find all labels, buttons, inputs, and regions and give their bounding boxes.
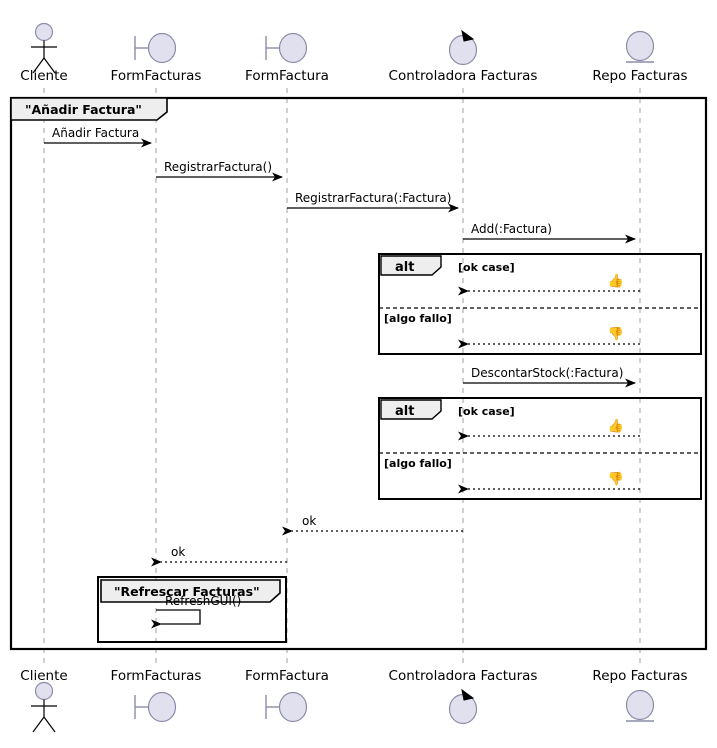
fragment-guard-alt2-0: [ok case] — [458, 405, 515, 418]
outer-frame: "Añadir Factura" — [9, 96, 708, 651]
fragment-header-box-alt2 — [380, 399, 442, 420]
participant-label-formfactura: FormFactura — [245, 68, 329, 84]
control-circle-icon — [448, 693, 478, 725]
participants-header-row: Cliente FormFacturas FormFactura Controlado… — [20, 22, 688, 85]
message-label-m7: DescontarStock(:Factura) — [471, 366, 623, 380]
message-m5[interactable]: 👍 — [458, 273, 640, 296]
fragment-keyword-alt2: alt — [395, 404, 414, 419]
participant-label-bottom-cliente: Cliente — [20, 668, 67, 684]
fragment-border-refrescar — [97, 576, 287, 643]
message-label-m3: RegistrarFactura(:Factura) — [295, 191, 451, 205]
participant-formfacturas-footer[interactable]: FormFacturas — [111, 668, 202, 723]
control-arrow-icon — [461, 688, 475, 701]
message-icon-thumbs-down-icon: 👎 — [608, 326, 624, 342]
participant-formfactura-header[interactable]: FormFactura — [245, 32, 329, 85]
fragment-header-box-alt1 — [380, 255, 442, 276]
boundary-circle-icon — [278, 32, 308, 64]
fragment-border-alt2 — [378, 397, 702, 500]
fragment-keyword-alt1: alt — [395, 260, 414, 275]
fragment-header-box-refrescar — [100, 579, 281, 603]
fragment-keyword-refrescar: "Refrescar Facturas" — [114, 584, 260, 599]
message-m12[interactable]: RefreshGUI() — [151, 594, 241, 629]
message-m7[interactable]: DescontarStock(:Factura) — [463, 366, 636, 388]
participant-formfacturas-header[interactable]: FormFacturas — [111, 32, 202, 85]
participant-label-bottom-repo: Repo Facturas — [592, 668, 687, 684]
fragment-alt2: alt [ok case] [algo fallo] — [378, 397, 702, 500]
participant-repo-header[interactable]: Repo Facturas — [592, 30, 688, 85]
message-arrow-m12 — [151, 609, 201, 629]
actor-head-icon — [34, 681, 54, 701]
entity-circle-icon — [625, 30, 655, 62]
message-label-m12: RefreshGUI() — [165, 594, 241, 608]
participant-controladora-header[interactable]: Controladora Facturas — [389, 29, 538, 84]
message-label-m10: ok — [302, 514, 316, 528]
message-m8[interactable]: 👍 — [458, 418, 640, 441]
participant-label-bottom-formfacturas: FormFacturas — [111, 668, 202, 684]
message-m6[interactable]: 👎 — [458, 326, 640, 349]
message-m9[interactable]: 👎 — [458, 471, 640, 494]
participant-cliente-header[interactable]: Cliente — [20, 22, 68, 85]
control-circle-icon — [448, 34, 478, 66]
outer-frame-title-box — [10, 97, 168, 121]
participant-label-cliente: Cliente — [20, 68, 67, 84]
message-label-m4: Add(:Factura) — [471, 222, 552, 236]
participant-label-bottom-formfactura: FormFactura — [245, 668, 329, 684]
message-m4[interactable]: Add(:Factura) — [463, 222, 636, 244]
participant-formfactura-footer[interactable]: FormFactura — [245, 668, 329, 723]
message-icon-thumbs-down-icon: 👎 — [608, 471, 624, 487]
message-label-m1: Añadir Factura — [52, 126, 139, 140]
fragment-guard-alt2-1: [algo fallo] — [384, 457, 452, 470]
message-label-m2: RegistrarFactura() — [164, 160, 272, 174]
participant-label-repo: Repo Facturas — [592, 68, 687, 84]
boundary-circle-icon — [147, 691, 177, 723]
participants-footer-row: Cliente FormFacturas FormFactura Controlado… — [20, 668, 688, 733]
message-m2[interactable]: RegistrarFactura() — [156, 160, 283, 182]
control-arrow-icon — [461, 29, 475, 42]
actor-head-icon — [34, 22, 54, 42]
message-m1[interactable]: Añadir Factura — [44, 126, 152, 148]
fragment-border-alt1 — [378, 253, 702, 355]
boundary-circle-icon — [147, 32, 177, 64]
participant-controladora-footer[interactable]: Controladora Facturas — [389, 668, 538, 725]
outer-frame-title-label: "Añadir Factura" — [25, 102, 142, 117]
message-icon-thumbs-up-icon: 👍 — [608, 273, 624, 289]
message-m10[interactable]: ok — [282, 514, 463, 536]
participant-label-bottom-controladora: Controladora Facturas — [389, 668, 538, 684]
fragment-refrescar: "Refrescar Facturas" — [97, 576, 287, 643]
participant-label-formfacturas: FormFacturas — [111, 68, 202, 84]
entity-circle-icon — [625, 689, 655, 721]
message-icon-thumbs-up-icon: 👍 — [608, 418, 624, 434]
message-m11[interactable]: ok — [151, 545, 287, 567]
combined-fragments-group: alt [ok case] [algo fallo] alt [ok case] [alg… — [97, 253, 702, 643]
boundary-circle-icon — [278, 691, 308, 723]
message-label-m11: ok — [171, 545, 185, 559]
outer-frame-border — [9, 96, 708, 651]
fragment-guard-alt1-0: [ok case] — [458, 261, 515, 274]
fragment-guard-alt1-1: [algo fallo] — [384, 312, 452, 325]
participant-label-controladora: Controladora Facturas — [389, 68, 538, 84]
participant-repo-footer[interactable]: Repo Facturas — [592, 668, 688, 722]
message-m3[interactable]: RegistrarFactura(:Factura) — [287, 191, 459, 213]
participant-cliente-footer[interactable]: Cliente — [20, 668, 68, 733]
fragment-alt1: alt [ok case] [algo fallo] — [378, 253, 702, 355]
